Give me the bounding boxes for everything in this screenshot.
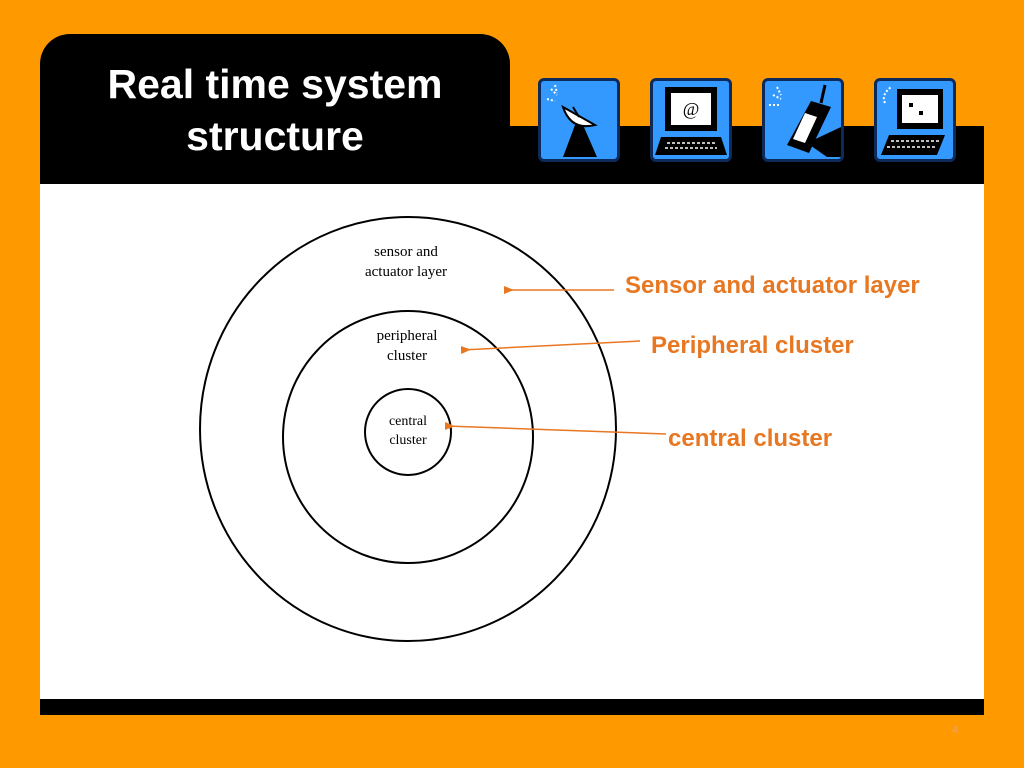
- bottom-band: [40, 699, 984, 715]
- slide-title-line2: structure: [186, 113, 364, 159]
- peripheral-arrow: [460, 340, 641, 355]
- central-arrow: [444, 421, 667, 435]
- satellite-dish-icon: [538, 78, 620, 162]
- middle-circle-label-line1: peripheral: [377, 328, 438, 344]
- peripheral-cluster-callout: Peripheral cluster: [651, 332, 854, 359]
- outer-circle-label-line2: actuator layer: [365, 264, 447, 280]
- laptop-icon: [874, 78, 956, 162]
- middle-circle-label-line2: cluster: [387, 348, 427, 364]
- middle-circle: [282, 310, 534, 564]
- inner-circle-label-line1: central: [389, 414, 427, 429]
- slide-title: Real time system structure: [40, 58, 510, 162]
- outer-circle-label-line1: sensor and: [374, 244, 438, 260]
- inner-circle-label-line2: cluster: [389, 433, 427, 448]
- outer-circle: [199, 216, 617, 642]
- page-number: 4: [951, 724, 958, 736]
- svg-text:@: @: [683, 99, 700, 119]
- central-cluster-callout: central cluster: [668, 425, 833, 452]
- sensor-actuator-callout: Sensor and actuator layer: [625, 272, 920, 299]
- cell-phone-icon: [762, 78, 844, 162]
- slide-title-line1: Real time system: [107, 61, 443, 107]
- inner-circle: [364, 388, 452, 476]
- computer-email-icon: @: [650, 78, 732, 162]
